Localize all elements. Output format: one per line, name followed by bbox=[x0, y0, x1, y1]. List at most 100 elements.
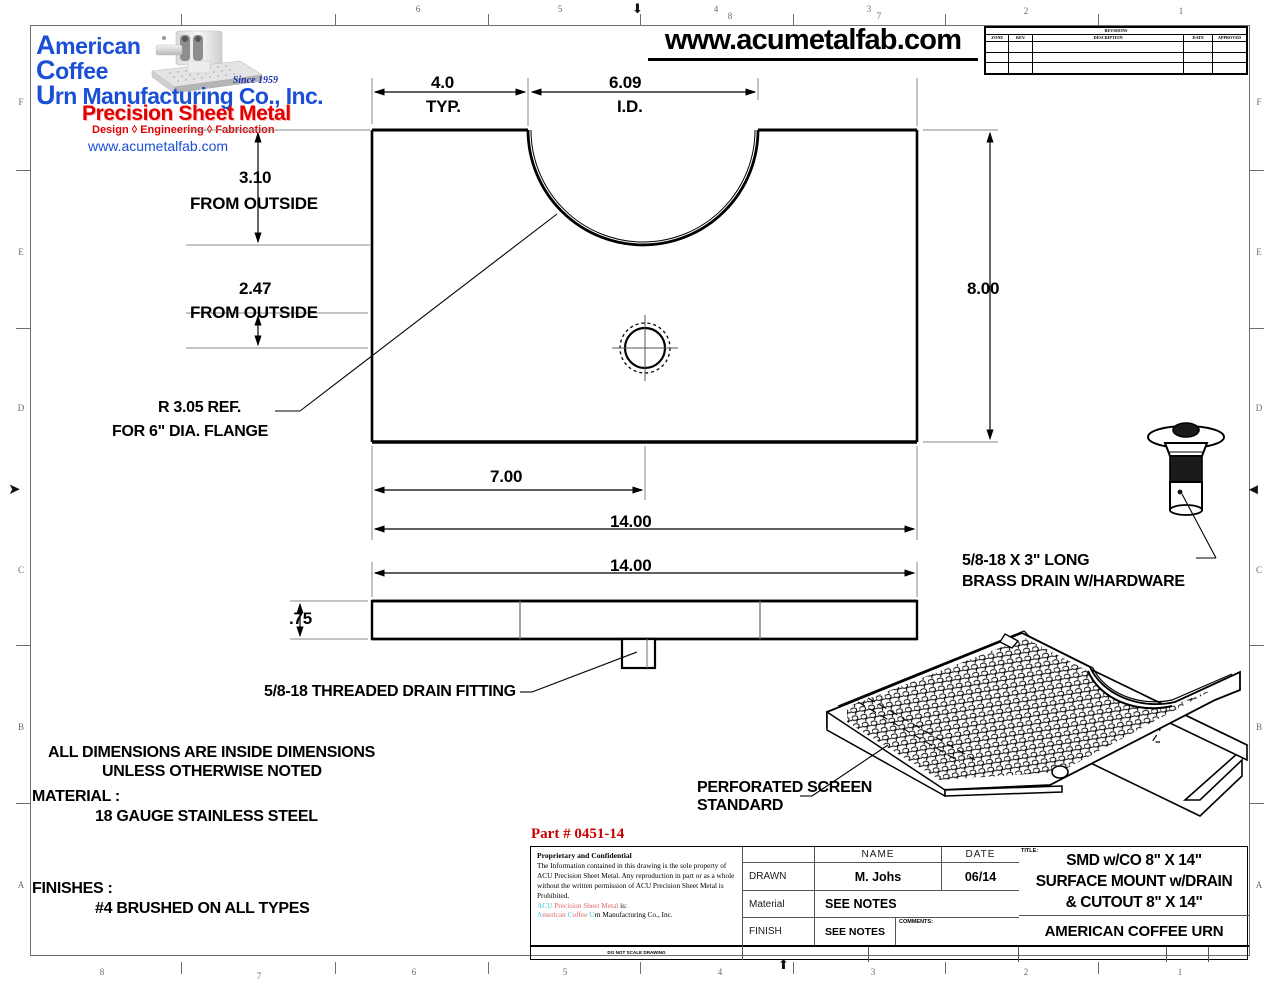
zone-letter-left-b: B bbox=[17, 722, 24, 732]
comments-label: COMMENTS: bbox=[899, 919, 933, 925]
frame-tick bbox=[640, 962, 641, 974]
value-finish: SEE NOTES bbox=[824, 925, 886, 938]
value-drawn-date: 06/14 bbox=[941, 863, 1019, 890]
zone-number-bottom-6: 6 bbox=[411, 967, 417, 977]
frame-tick bbox=[1098, 14, 1099, 26]
centre-mark-top-arrow: ⬇ bbox=[632, 1, 643, 16]
zone-number-bottom-8: 8 bbox=[99, 967, 105, 977]
frame-tick bbox=[16, 328, 30, 329]
note-finishes-label: FINISHES : bbox=[32, 880, 113, 897]
dim-4-0-typ: TYP. bbox=[426, 97, 461, 116]
dim-0-75: .75 bbox=[289, 609, 313, 628]
zone-number-top-alt-8: 8 bbox=[727, 11, 733, 21]
frame-tick bbox=[945, 14, 946, 26]
logo-line-coffee: Coffee bbox=[36, 55, 109, 85]
field-blank-label bbox=[743, 847, 815, 862]
field-row-header: NAME DATE bbox=[743, 847, 1019, 863]
label-material: Material bbox=[743, 891, 815, 917]
zone-number-bottom-3: 3 bbox=[870, 967, 876, 977]
proprietary-notice: Proprietary and Confidential The Informa… bbox=[531, 847, 743, 945]
title-line-3: & CUTOUT 8" X 14" bbox=[1065, 893, 1203, 911]
radius-note-line1: R 3.05 REF. bbox=[158, 399, 241, 416]
frame-tick bbox=[181, 14, 182, 26]
revision-col-approved: APPROVED bbox=[1212, 34, 1247, 42]
frame-tick bbox=[16, 803, 30, 804]
revision-block: REVISIONS ZONE REV. DESCRIPTION DATE APP… bbox=[984, 26, 1248, 75]
label-drawn: DRAWN bbox=[743, 863, 815, 890]
comments-cell[interactable]: COMMENTS: bbox=[895, 918, 1019, 945]
revision-col-zone: ZONE bbox=[984, 34, 1010, 42]
frame-tick bbox=[793, 962, 794, 974]
part-number: Part # 0451-14 bbox=[531, 826, 625, 842]
logo-since: Since 1959 bbox=[232, 75, 278, 86]
centre-mark-bottom-arrow: ⬆ bbox=[778, 957, 789, 972]
frame-tick bbox=[16, 170, 30, 171]
title-block-bottom-strip bbox=[531, 945, 1249, 962]
dim-2-47-note: FROM OUTSIDE bbox=[190, 303, 318, 322]
revision-title: REVISIONS bbox=[985, 27, 1247, 35]
revision-col-date: DATE bbox=[1183, 34, 1214, 42]
value-drawn-name: M. Johs bbox=[854, 869, 902, 884]
zone-letter-left-a: A bbox=[17, 880, 25, 890]
note-all-dimensions-line2: UNLESS OTHERWISE NOTED bbox=[102, 763, 322, 780]
revision-row[interactable] bbox=[984, 62, 1247, 74]
revision-row[interactable] bbox=[984, 51, 1247, 64]
logo-url[interactable]: www.acumetalfab.com bbox=[88, 138, 229, 154]
website-banner[interactable]: www.acumetalfab.com bbox=[648, 24, 978, 61]
frame-tick bbox=[1250, 328, 1264, 329]
logo-line-american: American bbox=[36, 30, 141, 60]
company-name: AMERICAN COFFEE URN bbox=[1044, 922, 1224, 940]
dim-2-47: 2.47 bbox=[239, 279, 272, 298]
zone-letter-left-f: F bbox=[18, 97, 24, 107]
title-line-2: SURFACE MOUNT w/DRAIN bbox=[1035, 873, 1233, 891]
zone-letter-right-f: F bbox=[1256, 97, 1262, 107]
proprietary-heading: Proprietary and Confidential bbox=[537, 851, 632, 860]
zone-number-top-2: 2 bbox=[1023, 6, 1029, 16]
revision-col-desc: DESCRIPTION bbox=[1031, 34, 1185, 42]
frame-tick bbox=[335, 14, 336, 26]
title-block: Proprietary and Confidential The Informa… bbox=[530, 846, 1249, 962]
dim-3-10: 3.10 bbox=[239, 168, 272, 187]
zone-letter-left-d: D bbox=[17, 403, 25, 413]
acu-full-name: American Coffee Urn Manufacturing Co., I… bbox=[537, 910, 673, 920]
field-row-material: Material SEE NOTES bbox=[743, 891, 1019, 918]
revision-row[interactable] bbox=[984, 41, 1247, 53]
field-row-drawn: DRAWN M. Johs 06/14 bbox=[743, 863, 1019, 891]
frame-tick bbox=[945, 962, 946, 974]
do-not-scale-drawing: DO NOT SCALE DRAWING bbox=[531, 945, 743, 960]
frame-tick bbox=[335, 962, 336, 974]
frame-tick bbox=[488, 962, 489, 974]
frame-tick bbox=[16, 645, 30, 646]
zone-number-bottom-7: 7 bbox=[256, 971, 262, 981]
drain-fitting-note: 5/8-18 THREADED DRAIN FITTING bbox=[264, 683, 516, 700]
bottom-cell-1 bbox=[743, 947, 869, 962]
screen-note-line1: PERFORATED SCREEN bbox=[697, 779, 873, 796]
note-finishes-value: #4 BRUSHED ON ALL TYPES bbox=[95, 900, 310, 917]
title-line-1: SMD w/CO 8" X 14" bbox=[1066, 852, 1202, 870]
zone-number-top-4: 4 bbox=[713, 4, 719, 14]
urn-product-photo bbox=[148, 27, 266, 99]
logo-precision-sheet-metal: Precision Sheet Metal bbox=[82, 102, 291, 125]
dim-3-10-note: FROM OUTSIDE bbox=[190, 194, 318, 213]
zone-letter-left-c: C bbox=[17, 565, 24, 575]
screen-note-line2: STANDARD bbox=[697, 797, 784, 814]
field-row-finish: FINISH SEE NOTES COMMENTS: bbox=[743, 918, 1019, 945]
zone-number-top-alt-7: 7 bbox=[876, 11, 882, 21]
zone-number-bottom-4: 4 bbox=[717, 967, 723, 977]
brass-drain-note-line1: 5/8-18 X 3" LONG bbox=[962, 552, 1090, 569]
frame-tick bbox=[488, 14, 489, 26]
frame-tick bbox=[1250, 803, 1264, 804]
zone-letter-right-b: B bbox=[1255, 722, 1262, 732]
centre-mark-left-arrow: ➤ bbox=[8, 481, 21, 498]
zone-letter-left-e: E bbox=[18, 247, 24, 257]
proprietary-body: The Information contained in this drawin… bbox=[537, 861, 735, 900]
title-label: TITLE: bbox=[1021, 848, 1039, 854]
frame-tick bbox=[1098, 962, 1099, 974]
frame-tick bbox=[181, 962, 182, 974]
label-finish: FINISH bbox=[743, 918, 815, 945]
dim-14-00-side: 14.00 bbox=[610, 556, 652, 575]
dim-6-09: 6.09 bbox=[609, 73, 642, 92]
zone-letter-right-a: A bbox=[1255, 880, 1263, 890]
dim-14-00-plan: 14.00 bbox=[610, 512, 652, 531]
